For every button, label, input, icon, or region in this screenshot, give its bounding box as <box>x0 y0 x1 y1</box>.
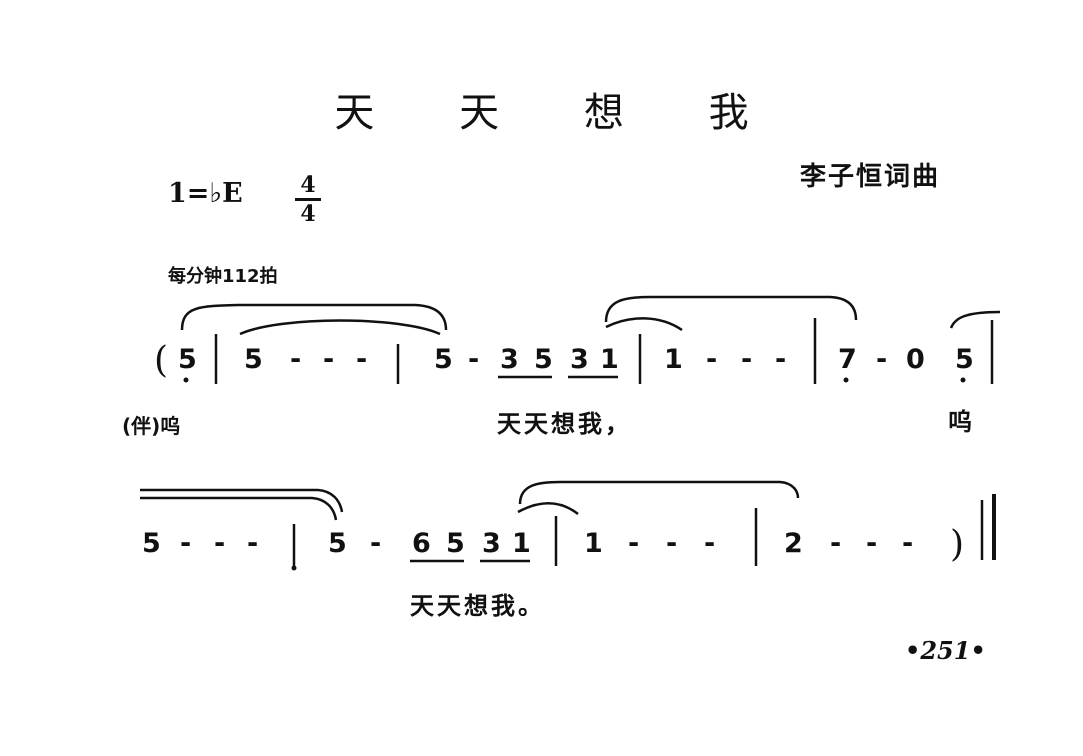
dash: - <box>830 528 841 559</box>
note: 1 <box>512 528 531 559</box>
lyric-accompaniment: (伴)呜 <box>122 414 181 438</box>
note: 7 <box>838 344 857 375</box>
note: 3 <box>482 528 501 559</box>
dash: - <box>356 344 367 375</box>
tie <box>239 319 441 336</box>
song-title: 天 天 想 我 <box>334 90 785 136</box>
dash: - <box>628 528 639 559</box>
tie <box>517 502 579 515</box>
dash: - <box>180 528 191 559</box>
low-octave-dot <box>843 377 849 383</box>
low-octave-dot <box>183 377 189 383</box>
page-number: •251• <box>905 636 986 665</box>
note: 1 <box>664 344 683 375</box>
slur <box>518 480 800 505</box>
lyric-line-1-end: 呜 <box>948 408 975 436</box>
tie <box>949 310 1001 329</box>
dash: - <box>876 344 887 375</box>
note: 5 <box>534 344 553 375</box>
lyric-line-2: 天天想我。 <box>410 592 545 620</box>
dash: - <box>902 528 913 559</box>
key-signature: 1=♭E <box>168 178 243 209</box>
dash: - <box>706 344 717 375</box>
time-signature-top: 4 <box>295 172 321 201</box>
dash: - <box>290 344 301 375</box>
dash: - <box>775 344 786 375</box>
composer-credit: 李子恒词曲 <box>800 162 941 192</box>
lyric-line-1: 天天想我， <box>497 410 632 438</box>
note: 1 <box>584 528 603 559</box>
opening-paren: ( <box>154 340 168 381</box>
tie <box>140 496 338 521</box>
note: 5 <box>178 344 197 375</box>
note: 5 <box>244 344 263 375</box>
dash: - <box>247 528 258 559</box>
low-octave-dot <box>960 377 966 383</box>
slur <box>604 295 858 323</box>
note: 2 <box>784 528 803 559</box>
dash: - <box>468 344 479 375</box>
dash: - <box>323 344 334 375</box>
bar-end-dot <box>291 565 297 571</box>
dash: - <box>704 528 715 559</box>
note: 5 <box>328 528 347 559</box>
closing-paren: ) <box>950 524 964 565</box>
dash: - <box>370 528 381 559</box>
note: 3 <box>500 344 519 375</box>
note: 1 <box>600 344 619 375</box>
note: 5 <box>955 344 974 375</box>
note: 0 <box>906 344 925 375</box>
tie <box>140 488 344 513</box>
note: 3 <box>570 344 589 375</box>
note: 5 <box>434 344 453 375</box>
time-signature: 4 4 <box>295 172 321 227</box>
dash: - <box>214 528 225 559</box>
tie <box>605 317 683 332</box>
note: 5 <box>446 528 465 559</box>
tempo-marking: 每分钟112拍 <box>168 266 278 287</box>
note: 5 <box>142 528 161 559</box>
dash: - <box>666 528 677 559</box>
dash: - <box>741 344 752 375</box>
time-signature-bottom: 4 <box>300 201 316 227</box>
slur <box>180 303 448 331</box>
dash: - <box>866 528 877 559</box>
note: 6 <box>412 528 431 559</box>
